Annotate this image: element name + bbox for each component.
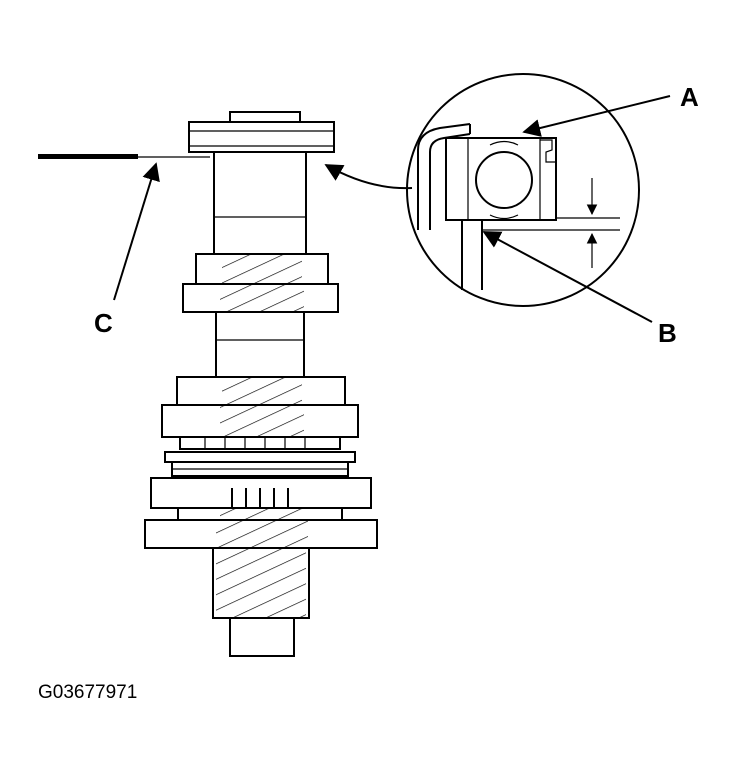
shaft-assembly: [38, 111, 378, 657]
thickness-gauge: [38, 154, 210, 159]
synchronizer-collar: [164, 436, 356, 477]
first-gear: [182, 253, 339, 313]
label-c: C: [94, 308, 113, 338]
label-b: B: [658, 318, 677, 348]
middle-shaft: [215, 311, 305, 378]
top-bearing: [188, 111, 335, 153]
second-gear: [161, 376, 359, 438]
bottom-gear: [144, 519, 378, 549]
detail-magnifier: [406, 73, 640, 307]
upper-shaft: [213, 151, 307, 255]
callout-a-leader: [522, 95, 671, 137]
figure-code: G03677971: [38, 682, 137, 703]
third-gear: [150, 477, 372, 521]
label-a: A: [680, 82, 699, 112]
detail-pointer-arrow: [324, 164, 413, 190]
callout-c-leader: [113, 162, 160, 301]
callout-b-leader: [482, 231, 653, 323]
lower-shaft: [212, 547, 310, 657]
